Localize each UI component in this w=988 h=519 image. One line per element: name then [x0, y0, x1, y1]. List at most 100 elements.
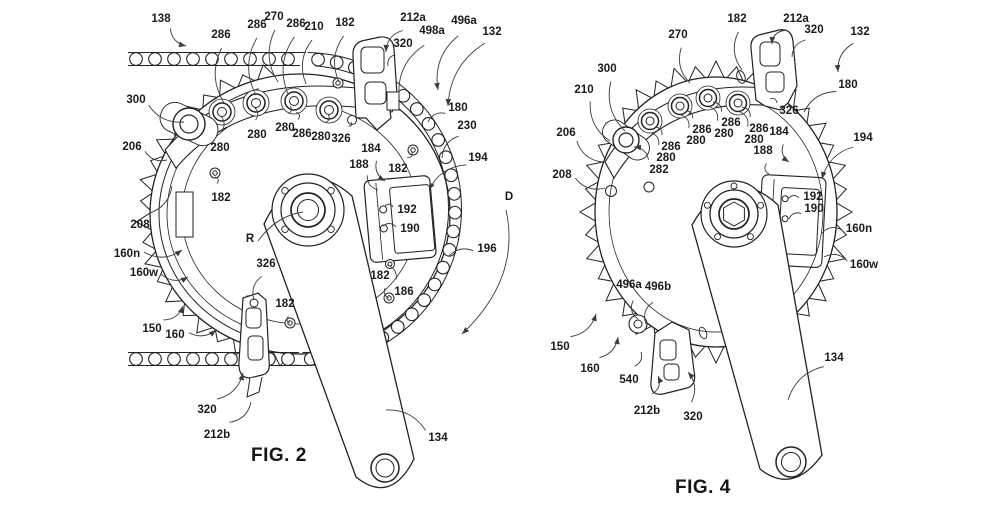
ref-label-230: 230 [457, 120, 476, 132]
leader-line [427, 112, 446, 123]
leader-line [229, 401, 252, 423]
leader-line [325, 113, 330, 124]
leader-line [741, 106, 751, 118]
ref-label-210: 210 [574, 84, 593, 96]
ref-label-184: 184 [769, 126, 789, 138]
ref-label-286: 286 [661, 141, 680, 153]
crank-arm [263, 173, 415, 489]
leader-line [248, 37, 258, 96]
ref-label-150: 150 [142, 323, 161, 335]
damper-band [164, 85, 401, 169]
leader-line [791, 39, 806, 58]
leader-line [436, 35, 459, 91]
guide-bracket-212b [628, 314, 696, 395]
ref-label-190: 190 [400, 223, 419, 235]
pivot-bolt [602, 119, 650, 161]
leader-line [383, 287, 390, 299]
ref-label-320: 320 [393, 38, 412, 50]
leader-line [680, 114, 690, 129]
crank-arm [691, 180, 823, 480]
ref-label-160: 160 [580, 363, 599, 375]
leader-line [678, 47, 691, 84]
ref-label-132: 132 [850, 26, 869, 38]
ref-label-496a: 496a [616, 279, 642, 291]
leader-line [163, 305, 184, 321]
leader-line [634, 351, 643, 367]
guide-bracket-212b [238, 292, 270, 398]
ref-label-182: 182 [275, 298, 294, 310]
leader-line [709, 106, 719, 121]
ref-label-286: 286 [292, 128, 311, 140]
leader-line [803, 91, 837, 113]
chain [128, 52, 463, 367]
ref-label-280: 280 [656, 152, 675, 164]
leader-line [654, 126, 663, 136]
leader-line [685, 110, 694, 119]
leader-line [764, 163, 770, 175]
ref-label-286: 286 [211, 29, 230, 41]
leader-line [650, 132, 660, 146]
leader-line [287, 105, 292, 114]
leader-line [398, 44, 425, 96]
ref-label-182: 182 [370, 270, 389, 282]
leader-line [630, 300, 639, 320]
ref-label-160n: 160n [846, 223, 872, 235]
leader-line [644, 301, 654, 325]
guide-bracket-212a [736, 29, 798, 111]
ref-label-208: 208 [552, 169, 572, 181]
leader-line [169, 28, 187, 47]
figure-4-caption: FIG. 4 [675, 477, 731, 498]
ref-label-326: 326 [331, 133, 350, 145]
ref-label-286: 286 [247, 19, 266, 31]
leader-line [301, 39, 313, 85]
ref-label-300: 300 [597, 63, 616, 75]
leader-line [148, 185, 173, 214]
figure-2-caption: FIG. 2 [251, 445, 307, 466]
ref-label-150: 150 [550, 341, 569, 353]
leader-line [821, 227, 843, 234]
ref-label-208: 208 [130, 219, 150, 231]
ref-label-206: 206 [556, 127, 575, 139]
leader-line [384, 203, 394, 208]
leader-line [216, 372, 244, 400]
leader-line [837, 42, 854, 73]
ref-label-160w: 160w [850, 259, 878, 271]
leader-line [823, 253, 848, 262]
ref-label-280: 280 [744, 134, 763, 146]
leader-line [144, 150, 168, 162]
ref-label-212b: 212b [204, 429, 230, 441]
leader-line [257, 211, 304, 242]
leader-line [220, 115, 225, 134]
ref-label-286: 286 [721, 117, 740, 129]
leader-line [334, 35, 344, 83]
ref-label-282: 282 [649, 164, 668, 176]
ref-label-180: 180 [448, 102, 467, 114]
leader-line [282, 36, 295, 95]
ref-label-212b: 212b [634, 405, 660, 417]
ref-label-160w: 160w [130, 267, 158, 279]
ref-label-286: 286 [749, 123, 768, 135]
ref-label-286: 286 [692, 124, 711, 136]
ref-label-540: 540 [619, 374, 638, 386]
ref-label-138: 138 [151, 13, 171, 25]
ref-label-496a: 496a [451, 15, 477, 27]
ref-label-270: 270 [668, 29, 687, 41]
leader-line [387, 54, 396, 67]
ref-label-300: 300 [126, 94, 145, 106]
ref-label-134: 134 [824, 352, 844, 364]
leader-line [448, 248, 474, 257]
ref-label-286: 286 [286, 18, 305, 30]
ref-label-212a: 212a [783, 13, 809, 25]
pivot-bolt [159, 101, 219, 147]
leader-line [599, 336, 619, 359]
leader-line [608, 81, 626, 132]
ref-label-280: 280 [247, 129, 266, 141]
leader-line [441, 135, 459, 159]
ref-label-280: 280 [210, 142, 229, 154]
leader-line [348, 121, 353, 127]
ref-label-192: 192 [803, 191, 822, 203]
ref-label-182: 182 [335, 17, 354, 29]
leader-line [407, 151, 413, 158]
figure-4-drawing [579, 29, 853, 480]
